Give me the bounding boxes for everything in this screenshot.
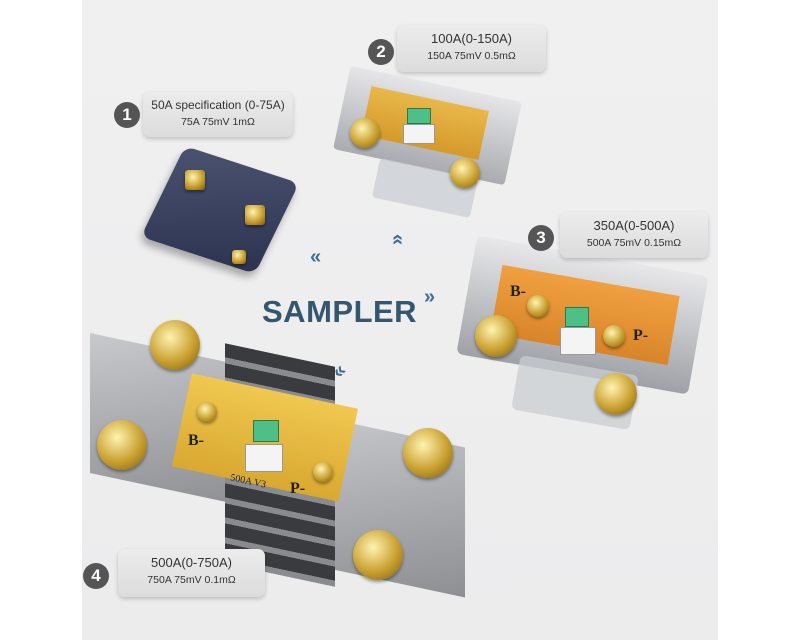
product-1-image bbox=[140, 146, 300, 275]
product-4-name: 500A(0-750A) bbox=[151, 555, 232, 570]
arrow-to-product-3-icon: « bbox=[424, 287, 436, 309]
product-1-label: 50A specification (0-75A) 75A 75mV 1mΩ bbox=[143, 92, 293, 137]
product-2-label: 100A(0-150A) 150A 75mV 0.5mΩ bbox=[397, 25, 546, 72]
product-2-image bbox=[333, 65, 522, 218]
product-1-name: 50A specification (0-75A) bbox=[151, 98, 285, 112]
product-4-image: B- P- 500A V3 bbox=[85, 320, 470, 615]
product-1-badge: 1 bbox=[114, 102, 140, 128]
product-3-label: 350A(0-500A) 500A 75mV 0.15mΩ bbox=[560, 212, 708, 258]
product-1-spec: 75A 75mV 1mΩ bbox=[181, 116, 255, 128]
product-4-label: 500A(0-750A) 750A 75mV 0.1mΩ bbox=[118, 549, 265, 597]
arrow-to-product-2-icon: « bbox=[387, 233, 410, 246]
product-3-image: B- P- bbox=[455, 235, 710, 431]
product-2-spec: 150A 75mV 0.5mΩ bbox=[427, 50, 516, 62]
board-marking-p-4: P- bbox=[290, 480, 306, 497]
board-marking-p: P- bbox=[633, 327, 649, 344]
board-marking-b: B- bbox=[510, 283, 526, 300]
board-marking-b-4: B- bbox=[188, 432, 204, 449]
product-3-spec: 500A 75mV 0.15mΩ bbox=[586, 237, 682, 249]
product-4-badge: 4 bbox=[83, 563, 109, 589]
product-3-badge: 3 bbox=[528, 225, 554, 251]
sampler-title: SAMPLER bbox=[262, 294, 418, 329]
arrow-to-product-1-icon: « bbox=[310, 246, 322, 268]
product-4-spec: 750A 75mV 0.1mΩ bbox=[147, 574, 236, 586]
product-3-name: 350A(0-500A) bbox=[593, 218, 675, 233]
product-2-badge: 2 bbox=[368, 39, 394, 65]
product-2-name: 100A(0-150A) bbox=[431, 31, 512, 46]
